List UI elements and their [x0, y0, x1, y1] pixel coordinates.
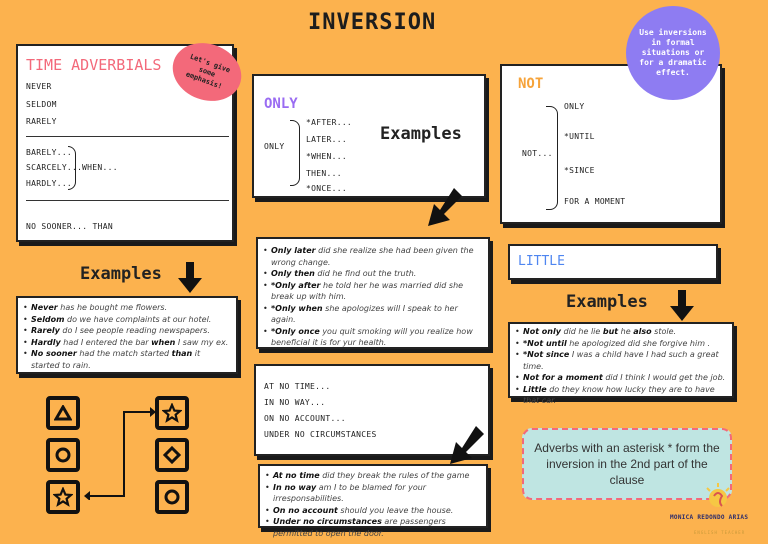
examples-right-list: Not only did he lie but he also stole. *… — [515, 326, 727, 407]
example-item: *Only once you quit smoking will you rea… — [263, 326, 483, 349]
not-item: *SINCE — [564, 166, 595, 175]
divider — [26, 200, 229, 201]
phrases-card: AT NO TIME... IN NO WAY... ON NO ACCOUNT… — [254, 364, 490, 456]
example-item: Seldom do we have complaints at our hote… — [23, 314, 231, 326]
only-item: THEN... — [306, 169, 342, 178]
author-name: MONICA REDONDO ARIAS — [670, 514, 749, 521]
only-label: ONLY — [264, 142, 285, 151]
swap-arrow-icon — [84, 407, 156, 500]
asterisk-note-text: Adverbs with an asterisk * form the inve… — [534, 441, 720, 487]
phrase-item: ON NO ACCOUNT... — [264, 414, 346, 423]
brace — [546, 106, 558, 210]
formal-text: Use inversions in formal situations or f… — [639, 28, 707, 77]
page-title: INVERSION — [308, 10, 437, 35]
lightbulb-logo-icon — [706, 483, 730, 507]
not-item: *UNTIL — [564, 132, 595, 141]
arrow-down-icon — [670, 290, 694, 321]
not-item: FOR A MOMENT — [564, 197, 626, 206]
when-label: WHEN... — [82, 163, 118, 172]
emphasis-text: Let's give some emphasis! — [184, 52, 232, 91]
arrow-down-icon — [428, 188, 462, 226]
examples-left-card: Never has he bought me flowers. Seldom d… — [16, 296, 238, 374]
formal-bubble: Use inversions in formal situations or f… — [626, 6, 720, 100]
example-item: At no time did they break the rules of t… — [265, 470, 481, 482]
example-item: *Not until he apologized did she forgive… — [515, 338, 727, 350]
circle-icon — [46, 438, 80, 472]
examples-heading-right: Examples — [566, 292, 648, 312]
examples-left-list: Never has he bought me flowers. Seldom d… — [23, 302, 231, 371]
not-label: NOT... — [522, 149, 553, 158]
time-list-item: RARELY — [26, 117, 57, 126]
example-item: Not only did he lie but he also stole. — [515, 326, 727, 338]
examples-heading-left: Examples — [80, 264, 162, 284]
only-item: LATER... — [306, 135, 347, 144]
arrow-down-icon — [178, 262, 202, 293]
little-card: LITTLE — [508, 244, 718, 280]
brace — [68, 146, 76, 190]
example-item: *Only after he told her he was married d… — [263, 280, 483, 303]
divider — [26, 136, 229, 137]
examples-bottom-list: At no time did they break the rules of t… — [265, 470, 481, 539]
phrase-item: IN NO WAY... — [264, 398, 326, 407]
little-title: LITTLE — [518, 254, 565, 269]
triangle-icon — [46, 396, 80, 430]
examples-mid-list: Only later did she realize she had been … — [263, 245, 483, 349]
brace — [290, 120, 300, 186]
only-item: *AFTER... — [306, 118, 353, 127]
author-subtitle: ENGLISH TEACHER — [694, 530, 746, 535]
only-item: *WHEN... — [306, 152, 347, 161]
star-icon — [46, 480, 80, 514]
example-item: In no way am I to be blamed for your irr… — [265, 482, 481, 505]
example-item: Under no circumstances are passengers pe… — [265, 516, 481, 539]
examples-bottom-card: At no time did they break the rules of t… — [258, 464, 488, 538]
example-item: No sooner had the match started than it … — [23, 348, 231, 371]
arrow-down-icon — [450, 426, 484, 464]
phrase-item: UNDER NO CIRCUMSTANCES — [264, 430, 377, 439]
not-title: NOT — [518, 76, 544, 92]
examples-right-card: Not only did he lie but he also stole. *… — [508, 322, 734, 405]
only-title: ONLY — [264, 96, 298, 112]
example-item: Only later did she realize she had been … — [263, 245, 483, 268]
only-item: *ONCE... — [306, 184, 347, 193]
time-list-item: HARDLY... — [26, 179, 73, 188]
time-list-item: BARELY... — [26, 148, 73, 157]
no-sooner-label: NO SOONER... THAN — [26, 222, 113, 231]
time-list-item: SCARCELY... — [26, 163, 83, 172]
examples-heading-mid: Examples — [380, 124, 462, 144]
time-list-item: SELDOM — [26, 100, 57, 109]
examples-mid-card: Only later did she realize she had been … — [256, 237, 490, 349]
example-item: Not for a moment did I think I would get… — [515, 372, 727, 384]
phrase-item: AT NO TIME... — [264, 382, 331, 391]
example-item: Rarely do I see people reading newspaper… — [23, 325, 231, 337]
example-item: Never has he bought me flowers. — [23, 302, 231, 314]
example-item: Hardly had I entered the bar when I saw … — [23, 337, 231, 349]
star-icon — [155, 396, 189, 430]
example-item: Little do they know how lucky they are t… — [515, 384, 727, 407]
example-item: *Not since I was a child have I had such… — [515, 349, 727, 372]
not-item: ONLY — [564, 102, 585, 111]
time-list-item: NEVER — [26, 82, 52, 91]
only-card: ONLY ONLY *AFTER... LATER... *WHEN... TH… — [252, 74, 486, 198]
example-item: *Only when she apologizes will I speak t… — [263, 303, 483, 326]
asterisk-note: Adverbs with an asterisk * form the inve… — [522, 428, 732, 500]
example-item: On no account should you leave the house… — [265, 505, 481, 517]
time-adverbials-title: TIME ADVERBIALS — [26, 56, 162, 74]
circle-icon — [155, 480, 189, 514]
diamond-icon — [155, 438, 189, 472]
example-item: Only then did he find out the truth. — [263, 268, 483, 280]
